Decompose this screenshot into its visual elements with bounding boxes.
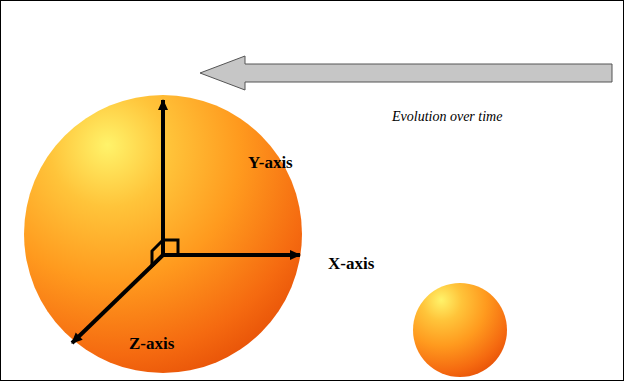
axis-label: Y-axis (248, 153, 293, 173)
caption-note: Evolution over time (392, 109, 502, 125)
evolution-arrow (200, 56, 612, 90)
axis-label: Z-axis (129, 334, 174, 354)
y-axis-line (161, 100, 165, 255)
x-axis-line (163, 253, 300, 257)
z-axis-line (72, 255, 163, 343)
axes (72, 100, 300, 343)
small-sphere (413, 283, 507, 377)
axis-label: X-axis (328, 254, 374, 274)
origin-square (152, 240, 178, 266)
large-sphere (24, 95, 302, 373)
